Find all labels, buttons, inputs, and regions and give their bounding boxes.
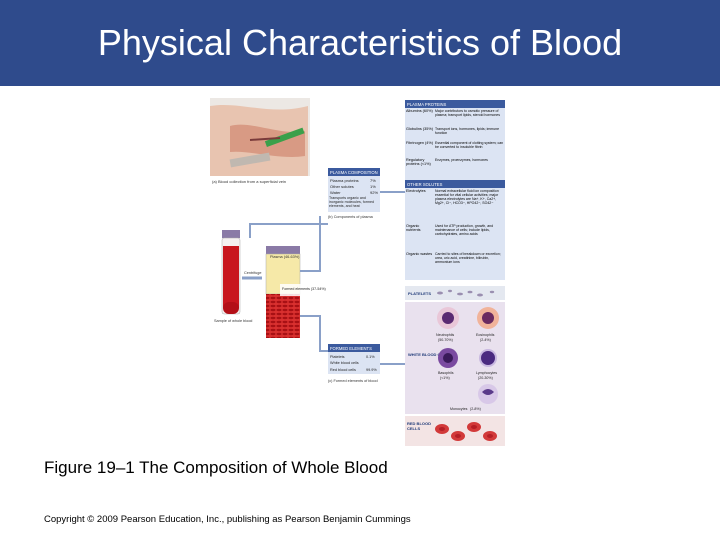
wbc-pct: (<1%) xyxy=(440,376,450,380)
formed-row-value: 0.1% xyxy=(366,355,375,359)
blood-composition-figure: (a) Blood collection from a superficial … xyxy=(210,96,510,448)
plasma-row-value: 1% xyxy=(370,184,376,189)
protein-row: Fibrinogen (4%) Essential component of c… xyxy=(406,141,503,149)
monocyte-cell xyxy=(478,384,498,404)
formed-box-label: Formed elements (37-54%) xyxy=(282,287,326,291)
plasma-row-value: 92% xyxy=(370,190,378,195)
separated-tube xyxy=(265,246,301,338)
plasma-row-name: Other solutes xyxy=(330,184,354,189)
wbc-pct: (2-8%) xyxy=(470,407,481,411)
protein-row: Regulatory proteins (<1%) Enzymes, proen… xyxy=(406,158,488,166)
plasma-note: Transports organic and inorganic molecul… xyxy=(329,196,374,208)
solute-row: Electrolytes Normal extracellular fluid … xyxy=(406,189,499,205)
test-tube xyxy=(221,230,241,315)
wbc-name: Basophils xyxy=(438,371,454,375)
title-bar: Physical Characteristics of Blood xyxy=(0,0,720,86)
figure-caption: Figure 19–1 The Composition of Whole Blo… xyxy=(44,458,388,477)
basophil-cell xyxy=(438,348,458,368)
protein-row: Globulins (35%) Transport ions, hormones… xyxy=(406,127,499,135)
formed-row-name: White blood cells xyxy=(330,361,359,365)
formed-row-name: Red blood cells xyxy=(330,368,356,372)
plasma-proteins-table: PLASMA PROTEINS Albumins (60%) Major con… xyxy=(405,100,505,180)
wbc-pct: (20-30%) xyxy=(478,376,493,380)
connector-line xyxy=(300,315,328,352)
eosinophil-cell xyxy=(477,307,499,329)
photo-caption: (a) Blood collection from a superficial … xyxy=(212,179,286,184)
figure-illustration: (a) Blood collection from a superficial … xyxy=(210,96,510,448)
wbc-pct: (50-70%) xyxy=(438,338,453,342)
plasma-header: PLASMA COMPOSITION xyxy=(330,170,378,175)
plasma-row-value: 7% xyxy=(370,178,376,183)
wbc-name: Eosinophils xyxy=(476,333,495,337)
centrifuge-label: Centrifuge xyxy=(244,271,262,275)
protein-row: Albumins (60%) Major contributors to osm… xyxy=(406,109,500,117)
slide-title: Physical Characteristics of Blood xyxy=(97,22,623,63)
wbc-name: Lymphocytes xyxy=(476,371,497,375)
connector-line xyxy=(300,216,321,272)
connector-line xyxy=(249,223,328,238)
other-solutes-table: OTHER SOLUTES Electrolytes Normal extrac… xyxy=(405,180,505,280)
wbc-pct: (2-4%) xyxy=(480,338,491,342)
copyright-notice: Copyright © 2009 Pearson Education, Inc.… xyxy=(44,514,411,525)
wbc-name: Monocytes xyxy=(450,407,468,411)
red-blood-cells-panel: RED BLOOD CELLS xyxy=(405,416,505,446)
lymphocyte-cell xyxy=(479,349,497,367)
rbc-label: RED BLOOD CELLS xyxy=(407,422,431,431)
formed-elements-table: FORMED ELEMENTS Platelets 0.1% White blo… xyxy=(328,344,380,383)
plasma-row-name: Plasma proteins xyxy=(330,178,359,183)
formed-row-name: Platelets xyxy=(330,355,345,359)
plasma-caption: (b) Components of plasma xyxy=(328,215,374,219)
plasma-composition-table: PLASMA COMPOSITION Plasma proteins 7% Ot… xyxy=(328,168,380,219)
proteins-header: PLASMA PROTEINS xyxy=(407,102,447,107)
platelets-strip: PLATELETS xyxy=(405,286,505,300)
white-blood-cells-panel: WHITE BLOOD CELLS Neutrophils (50-70%) E… xyxy=(405,302,505,414)
platelets-label: PLATELETS xyxy=(408,291,431,296)
solute-row: Organic nutrients Used for ATP productio… xyxy=(406,224,493,236)
blood-collection-photo xyxy=(210,98,310,176)
sample-label: Sample of whole blood xyxy=(214,319,252,323)
formed-row-value: 99.9% xyxy=(366,368,377,372)
neutrophil-cell xyxy=(437,307,459,329)
formed-caption: (c) Formed elements of blood xyxy=(328,379,378,383)
wbc-label: WHITE BLOOD CELLS xyxy=(408,352,451,357)
solutes-header: OTHER SOLUTES xyxy=(407,182,443,187)
plasma-row-name: Water xyxy=(330,190,341,195)
plasma-box-label: Plasma (46-63%) xyxy=(270,255,300,259)
solute-row: Organic wastes Carried to sites of break… xyxy=(406,252,501,264)
wbc-name: Neutrophils xyxy=(436,333,454,337)
formed-header: FORMED ELEMENTS xyxy=(330,346,372,351)
